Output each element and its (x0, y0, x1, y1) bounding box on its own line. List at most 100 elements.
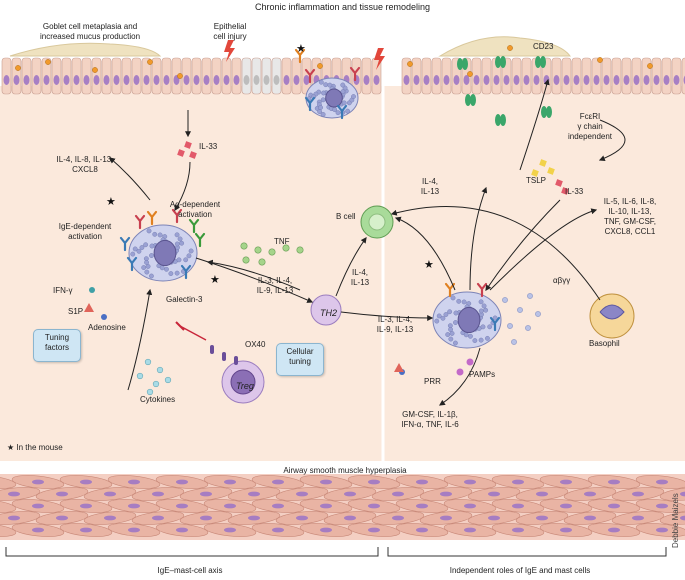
epithelial-nucleus (443, 75, 450, 85)
cytokine-particle (146, 388, 154, 396)
cd23-receptor-icon (465, 94, 471, 106)
label-th2: TH2 (320, 308, 338, 318)
smooth-muscle-nucleus (344, 515, 356, 521)
granule (456, 298, 462, 304)
smooth-muscle-nucleus (416, 527, 428, 533)
granule (478, 337, 484, 343)
granule (183, 257, 189, 263)
cd23-receptor-icon (500, 56, 506, 68)
arrow-th2-to-right-mast-cell (340, 311, 434, 321)
smooth-muscle-nucleus (272, 479, 284, 485)
smooth-muscle-nucleus (464, 527, 476, 533)
smooth-muscle-nucleus (680, 491, 685, 497)
epithelial-nucleus (123, 75, 130, 85)
label-ifn-gamma: IFN-γ (53, 286, 73, 295)
label-abgg: αβγγ (553, 276, 571, 285)
granule (449, 331, 455, 336)
smooth-muscle-nucleus (128, 527, 140, 533)
smooth-muscle-nucleus (608, 503, 620, 509)
epithelial-nucleus (483, 75, 490, 85)
epithelial-nucleus (503, 75, 510, 85)
tuning-factors-box: Tuning factors (33, 329, 81, 362)
smooth-muscle-nucleus (224, 503, 236, 509)
receptor-icon (194, 232, 206, 248)
smooth-muscle-nucleus (248, 491, 260, 497)
secreted-granule (507, 45, 513, 51)
tnf-particle (254, 246, 262, 254)
smooth-muscle-cell (0, 475, 17, 489)
cd23-receptor-icon (495, 56, 501, 68)
smooth-muscle-nucleus (104, 491, 116, 497)
smooth-muscle-nucleus (56, 515, 68, 521)
granule (146, 228, 152, 234)
smooth-muscle-nucleus (368, 503, 380, 509)
epithelial-nucleus (573, 75, 580, 85)
secreted-granule (92, 67, 98, 73)
smooth-muscle-nucleus (608, 527, 620, 533)
smooth-muscle-nucleus (200, 491, 212, 497)
epithelial-nucleus (653, 75, 660, 85)
released-mediator (525, 325, 531, 331)
smooth-muscle-nucleus (80, 503, 92, 509)
il33-molecule-icon (189, 151, 197, 159)
mouse-star-icon: ★ (106, 195, 116, 208)
smooth-muscle-cell (659, 511, 685, 525)
label-pamps: PAMPs (469, 370, 496, 379)
smooth-muscle-nucleus (104, 515, 116, 521)
injury-bolt-icon (224, 40, 235, 62)
smooth-muscle-nucleus (320, 503, 332, 509)
epithelial-nucleus (593, 75, 600, 85)
label-goblet: Goblet cell metaplasia and increased muc… (39, 22, 141, 41)
epithelial-nucleus (283, 75, 290, 85)
smooth-muscle-nucleus (224, 479, 236, 485)
granule (461, 299, 467, 305)
smooth-muscle-nucleus (248, 515, 260, 521)
smooth-muscle-cell (659, 487, 685, 501)
smooth-muscle-nucleus (80, 527, 92, 533)
receptor-icon (188, 218, 200, 234)
smooth-muscle-nucleus (392, 515, 404, 521)
epithelial-nucleus (563, 75, 570, 85)
epithelial-nucleus (373, 75, 380, 85)
epithelial-nucleus (63, 75, 70, 85)
epithelial-nucleus (613, 75, 620, 85)
receptor-icon (180, 264, 192, 280)
cd23-receptor-icon (500, 114, 506, 126)
smooth-muscle-nucleus (176, 503, 188, 509)
epithelial-nucleus (583, 75, 590, 85)
mucus-layer-right (438, 36, 571, 57)
label-tnf: TNF (274, 237, 290, 246)
granule (483, 307, 489, 313)
label-tslp: TSLP (526, 176, 547, 185)
axis-bracket-right (387, 547, 667, 557)
granule (144, 269, 150, 275)
smooth-muscle-nucleus (536, 515, 548, 521)
granule (485, 335, 490, 341)
smooth-muscle-nucleus (656, 527, 668, 533)
arrow-cytokines-to-mast-cell (127, 288, 153, 391)
tnf-particle (258, 258, 266, 266)
granule (351, 94, 356, 99)
granule (174, 270, 180, 276)
smooth-muscle-nucleus (368, 479, 380, 485)
smooth-muscle-nucleus (584, 515, 596, 521)
cytokine-particle (152, 380, 160, 388)
granule (320, 97, 326, 103)
smooth-muscle-nucleus (176, 527, 188, 533)
granule (492, 315, 498, 321)
arrow-mast-cell-to-gmcsf (439, 347, 481, 406)
granule (132, 246, 138, 252)
mouse-star-icon: ★ (424, 258, 434, 271)
epithelial-nucleus (413, 75, 420, 85)
granule (481, 303, 487, 309)
smooth-muscle-nucleus (296, 515, 308, 521)
released-mediator (527, 293, 533, 299)
smooth-muscle-nucleus (488, 491, 500, 497)
label-smooth-muscle: Airway smooth muscle hyperplasia (283, 466, 407, 475)
figure-title: Chronic inflammation and tissue remodeli… (254, 2, 431, 12)
granule (468, 333, 473, 339)
smooth-muscle-nucleus (584, 491, 596, 497)
smooth-muscle-nucleus (560, 503, 572, 509)
il33-molecule-icon (184, 141, 192, 149)
granule (144, 260, 149, 265)
